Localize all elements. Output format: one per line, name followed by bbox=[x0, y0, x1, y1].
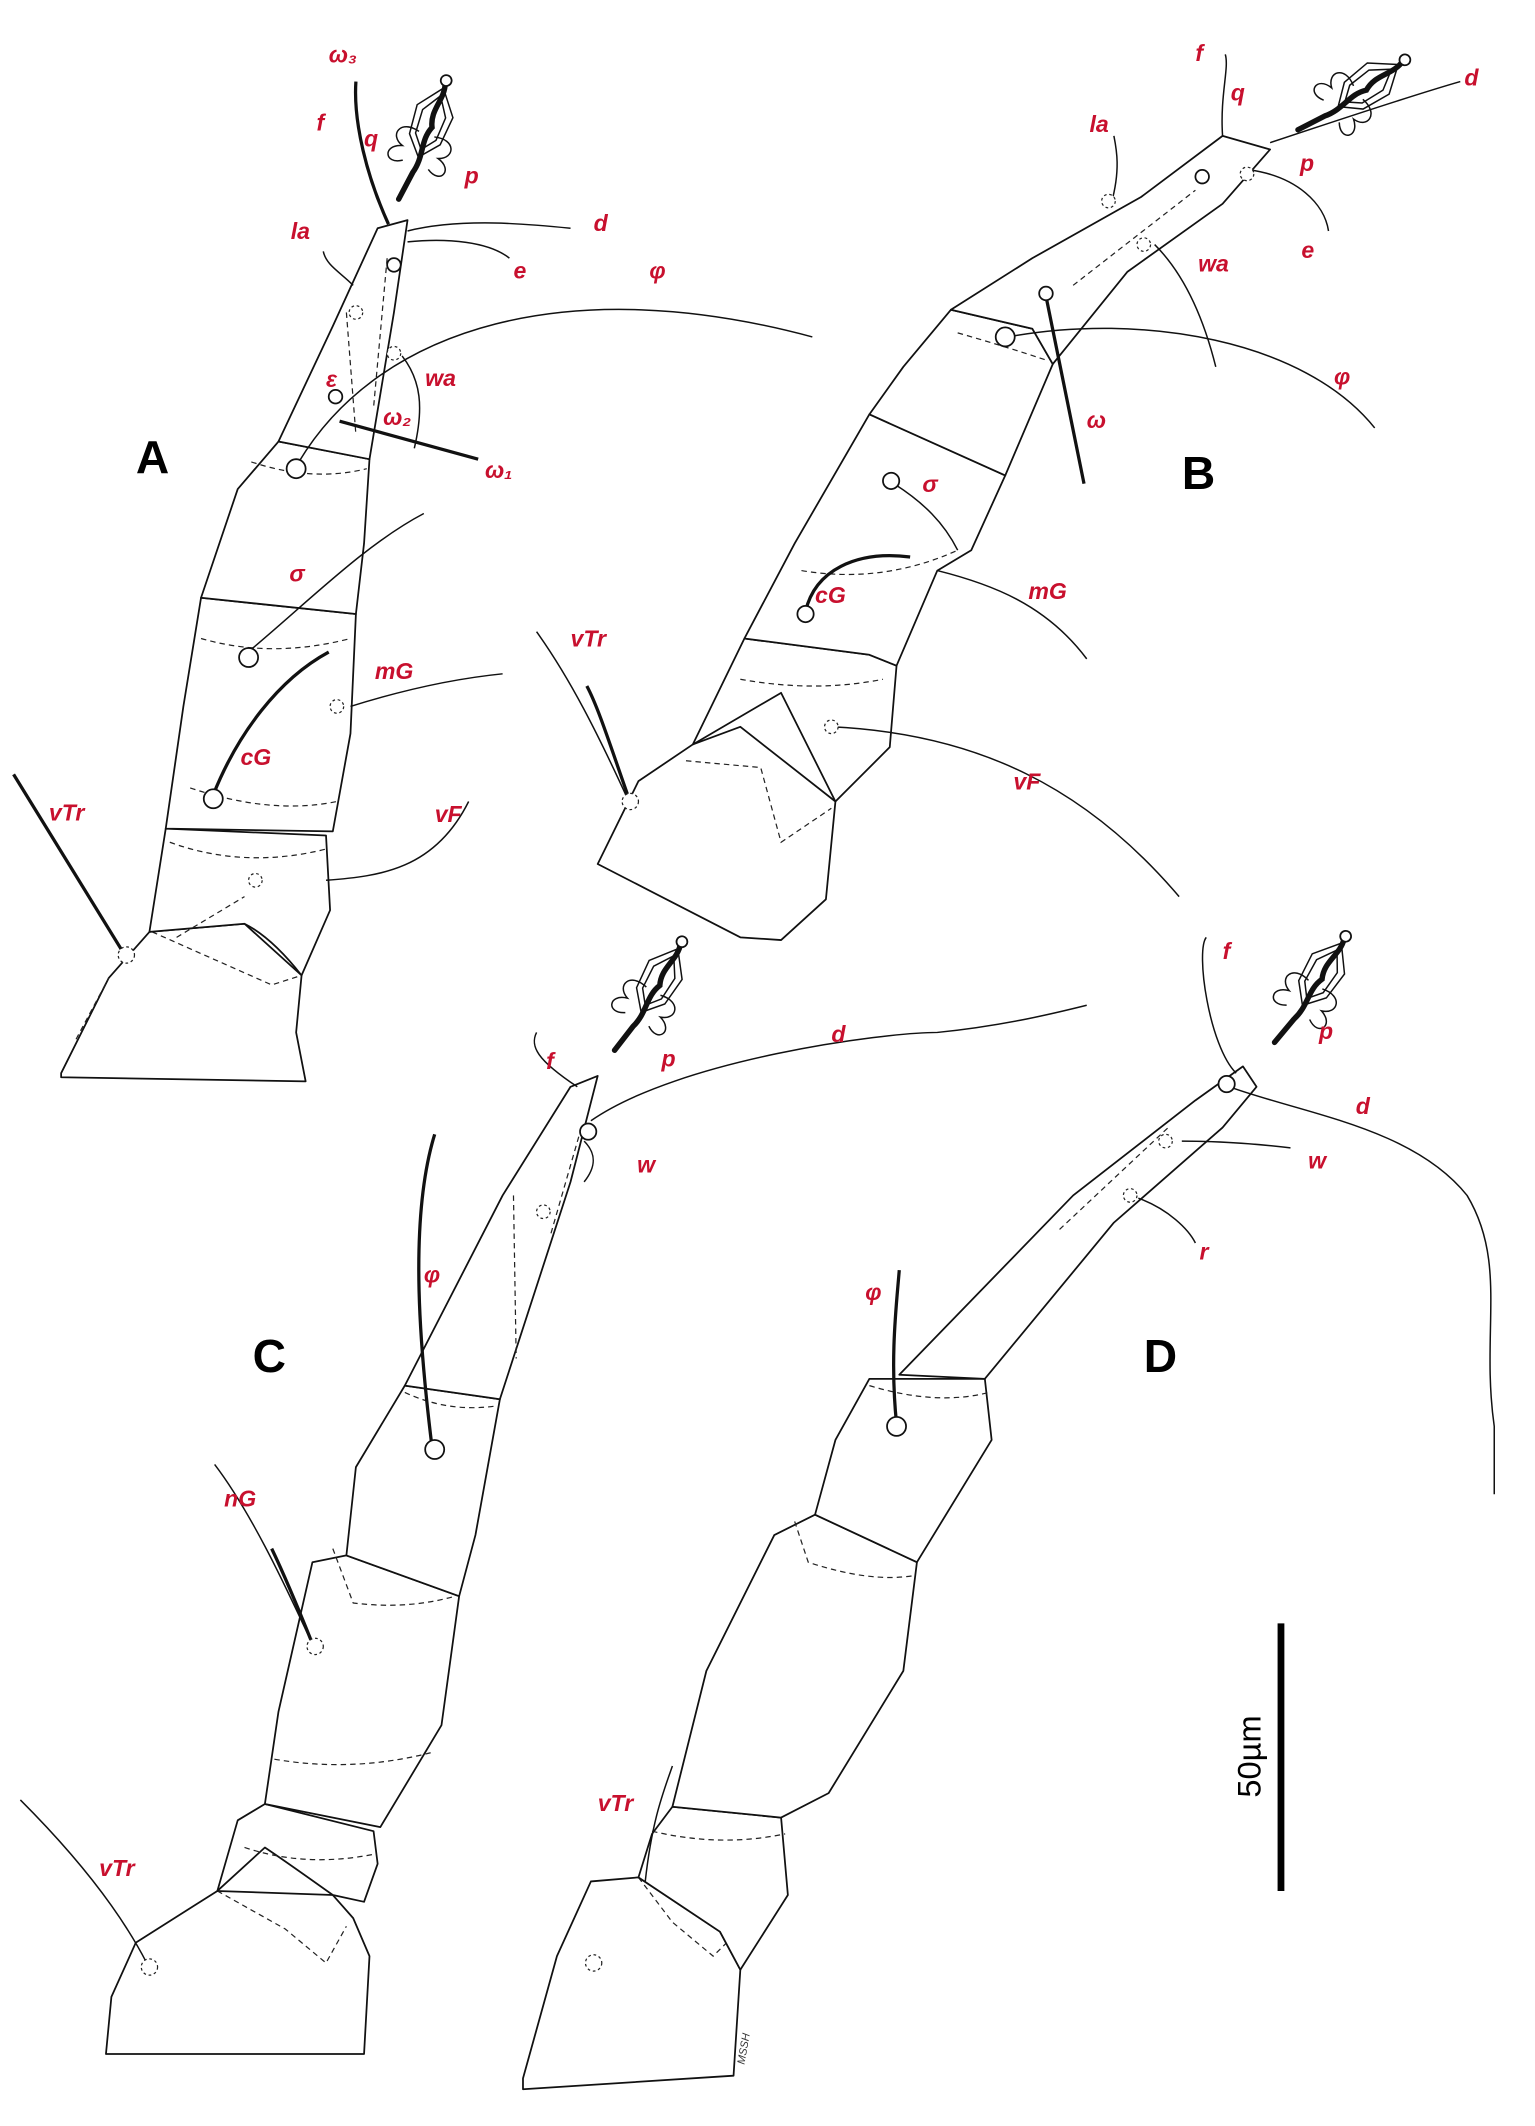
label-e: e bbox=[513, 258, 526, 284]
label-mG: mG bbox=[1028, 578, 1067, 604]
label-w: w bbox=[1308, 1147, 1328, 1173]
label-f: f bbox=[546, 1048, 556, 1074]
label-la: la bbox=[291, 218, 310, 244]
genu-a bbox=[164, 596, 357, 833]
label-p: p bbox=[1318, 1018, 1333, 1044]
label-vTr: vTr bbox=[598, 1790, 636, 1816]
label-omega3: ω₃ bbox=[329, 42, 357, 68]
panel-label-a: A bbox=[136, 431, 169, 483]
label-p: p bbox=[1299, 150, 1314, 176]
scale-bar-label: 50µm bbox=[1231, 1715, 1268, 1797]
label-sigma: σ bbox=[922, 471, 939, 497]
tarsus-c bbox=[403, 1075, 599, 1401]
femur-c bbox=[216, 1803, 379, 1903]
label-phi: φ bbox=[865, 1279, 881, 1305]
leg-d: f p d w r φ vTr D MSSH bbox=[522, 916, 1495, 2091]
seta-vTr-a bbox=[12, 773, 124, 952]
label-omega: ω bbox=[1087, 407, 1106, 433]
label-d: d bbox=[1356, 1093, 1371, 1119]
label-p: p bbox=[661, 1045, 676, 1071]
label-mG: mG bbox=[375, 658, 414, 684]
label-p: p bbox=[464, 162, 479, 188]
trochanter-b bbox=[596, 725, 837, 941]
leg-c: f p d w φ nG vTr C bbox=[19, 922, 1087, 2055]
label-wa: wa bbox=[1198, 251, 1229, 277]
label-vTr: vTr bbox=[99, 1855, 137, 1881]
label-epsilon: ε bbox=[326, 366, 338, 392]
trochanter-a bbox=[60, 922, 307, 1083]
femur-a bbox=[148, 827, 331, 977]
label-nG: nG bbox=[224, 1486, 256, 1512]
label-w: w bbox=[637, 1151, 657, 1177]
genu-d bbox=[671, 1513, 918, 1819]
label-cG: cG bbox=[815, 582, 846, 608]
label-f: f bbox=[1223, 938, 1233, 964]
label-q: q bbox=[1231, 80, 1245, 106]
label-r: r bbox=[1199, 1238, 1210, 1264]
label-omega2: ω₂ bbox=[383, 404, 411, 430]
tarsus-d bbox=[898, 1065, 1258, 1380]
tarsus-a bbox=[277, 219, 409, 461]
leg-b: f q d la p wa e φ ω σ cG mG vTr vF B bbox=[535, 32, 1479, 941]
panel-label-b: B bbox=[1182, 447, 1215, 499]
leg-a: ω₃ f q p la d e φ ε wa ω₂ ω₁ σ mG cG vF … bbox=[12, 42, 813, 1083]
label-q: q bbox=[364, 126, 378, 152]
label-d: d bbox=[1464, 65, 1479, 91]
label-f: f bbox=[1195, 40, 1205, 66]
label-phi: φ bbox=[424, 1261, 440, 1287]
label-sigma: σ bbox=[289, 560, 306, 586]
signature: MSSH bbox=[736, 2032, 753, 2065]
label-cG: cG bbox=[240, 744, 271, 770]
label-vF: vF bbox=[1013, 768, 1041, 794]
solenidion-omega3 bbox=[353, 81, 390, 225]
label-phi: φ bbox=[1334, 363, 1350, 389]
label-omega1: ω₁ bbox=[485, 457, 512, 483]
label-vTr: vTr bbox=[571, 626, 609, 652]
label-d: d bbox=[831, 1021, 846, 1047]
label-vF: vF bbox=[435, 801, 463, 827]
label-f: f bbox=[317, 109, 327, 135]
panel-label-d: D bbox=[1144, 1330, 1177, 1382]
panel-label-c: C bbox=[253, 1330, 286, 1382]
label-la: la bbox=[1089, 111, 1108, 137]
scale-bar: 50µm bbox=[1231, 1623, 1285, 1891]
label-wa: wa bbox=[425, 365, 456, 391]
label-e: e bbox=[1301, 237, 1314, 263]
label-vTr: vTr bbox=[49, 800, 87, 826]
label-phi: φ bbox=[649, 258, 665, 284]
label-d: d bbox=[594, 210, 609, 236]
femur-d bbox=[637, 1805, 789, 1971]
tibia-c bbox=[345, 1384, 501, 1598]
tibia-a bbox=[200, 440, 371, 615]
